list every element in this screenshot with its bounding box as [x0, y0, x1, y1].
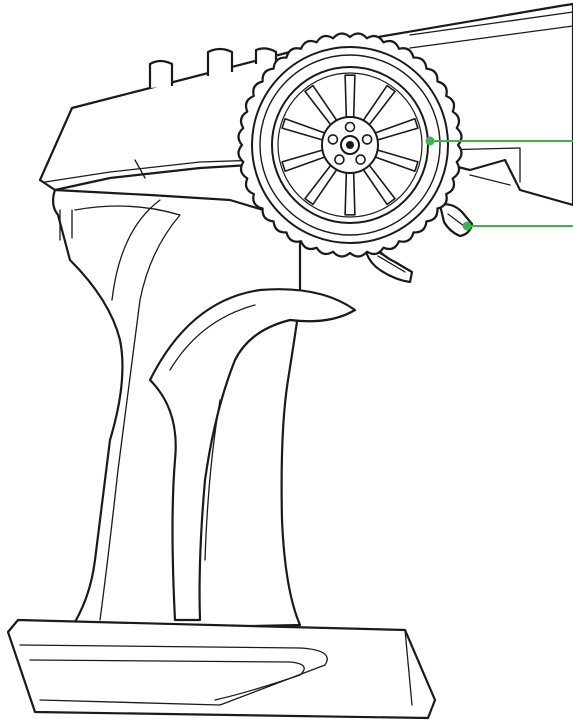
tire-inner-ring	[259, 54, 441, 236]
lug-nut	[355, 154, 366, 165]
wheel-spoke	[344, 74, 356, 121]
lug-nut	[344, 121, 356, 133]
lug-nut	[327, 134, 339, 145]
callout-throttle-trigger	[462, 221, 573, 231]
lug-nut	[361, 134, 373, 145]
top-knobs	[148, 47, 278, 88]
steering-wheel	[237, 32, 463, 258]
trigger-guard	[148, 288, 357, 622]
side-lever	[438, 203, 474, 238]
hub-cap	[346, 141, 354, 149]
base	[6, 618, 437, 720]
rim-lip	[277, 72, 423, 218]
tire-ring	[251, 46, 449, 244]
callout-dot	[425, 136, 435, 146]
wheel-spoke	[344, 169, 356, 216]
lug-nut	[334, 154, 345, 165]
callout-steering-wheel	[425, 136, 573, 146]
callout-dot	[462, 221, 472, 231]
